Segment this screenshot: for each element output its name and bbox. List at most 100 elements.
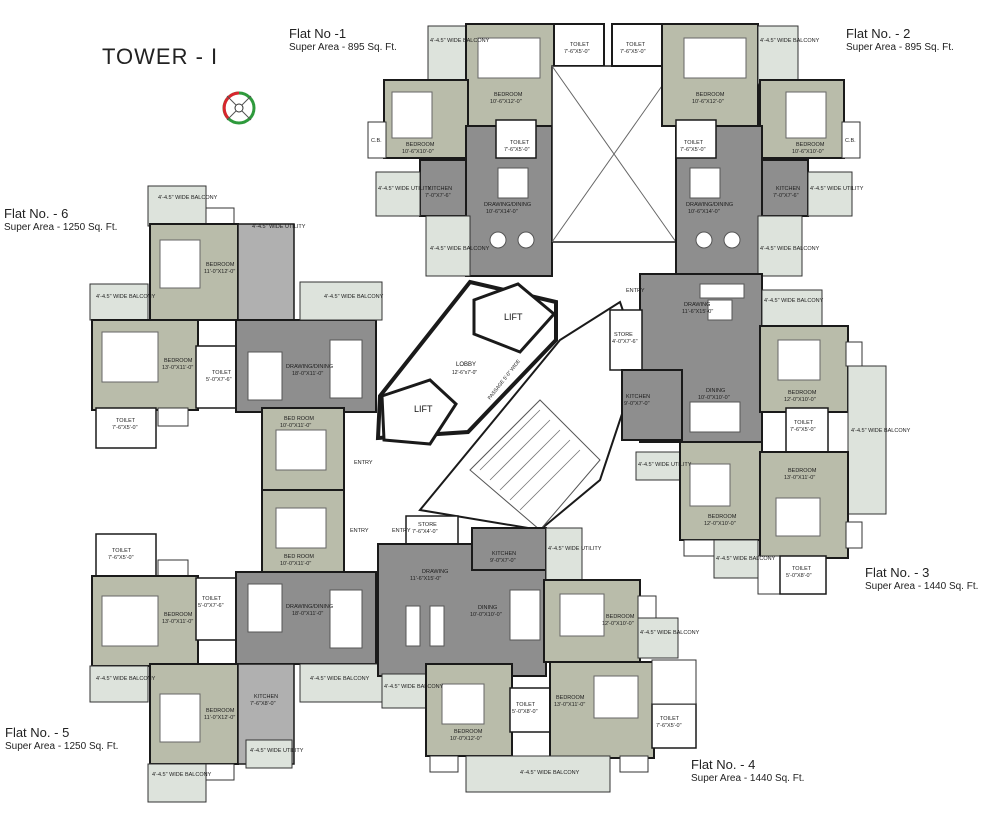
f4-utility-label: 4'-4.5" WIDE UTILITY bbox=[548, 546, 602, 552]
f6-bed2-label: BEDROOM bbox=[164, 358, 193, 364]
flat-4-cb-1 bbox=[637, 595, 657, 619]
flat-6-balcony-top bbox=[147, 185, 207, 227]
flat-4-sofa-right bbox=[429, 605, 445, 647]
flat-2-utility bbox=[807, 171, 853, 217]
flat-4-area: Super Area - 1440 Sq. Ft. bbox=[691, 773, 805, 785]
f1-bed2-size: 10'-6"X10'-0" bbox=[402, 149, 434, 155]
f1-kitchen-label: KITCHEN bbox=[428, 186, 452, 192]
lift-a-shaft bbox=[472, 282, 557, 354]
f5-kitchen-size: 7'-6"X8'-0" bbox=[250, 701, 276, 707]
f3-kitchen-label: KITCHEN bbox=[626, 394, 650, 400]
flat-3-bed-1 bbox=[777, 339, 821, 381]
f2-balcony2-label: 4'-4.5" WIDE BALCONY bbox=[760, 246, 820, 252]
lift-b-shaft bbox=[380, 378, 458, 446]
f4-store-label: STORE bbox=[418, 522, 437, 528]
flat-4-bed-1 bbox=[559, 593, 605, 637]
f2-kitchen-label: KITCHEN bbox=[776, 186, 800, 192]
flat-2-name: Flat No. - 2 bbox=[846, 26, 911, 41]
f4-balcony2-label: 4'-4.5" WIDE BALCONY bbox=[384, 684, 444, 690]
f4-bed2-size: 13'-0"X11'-0" bbox=[554, 702, 585, 708]
flat-2-toilet-2 bbox=[675, 119, 717, 159]
f2-utility-label: 4'-4.5" WIDE UTILITY bbox=[810, 186, 864, 192]
f3-utility-label: 4'-4.5" WIDE UTILITY bbox=[638, 462, 692, 468]
core-plan: LIFT LIFT LOBBY 12'-6"x7'-0" PASSAGE 5'-… bbox=[375, 279, 642, 532]
f1-kitchen-size: 7'-0"X7'-6" bbox=[425, 193, 451, 199]
f5-bed3-label: BED ROOM bbox=[284, 554, 314, 560]
flat-1-bed-1 bbox=[477, 37, 541, 79]
f1-bed1-label: BEDROOM bbox=[494, 92, 523, 98]
f6-bed3-size: 10'-0"X11'-0" bbox=[280, 423, 311, 429]
f5-toilet2-size: 5'-0"X7'-6" bbox=[198, 603, 224, 609]
f1-bed2-label: BEDROOM bbox=[406, 142, 435, 148]
f2-cb-label: C.B. bbox=[845, 138, 856, 144]
flat-4-name: Flat No. - 4 bbox=[691, 757, 756, 772]
f1-toilet1-label: TOILET bbox=[570, 42, 590, 48]
f6-toilet1-label: TOILET bbox=[116, 418, 136, 424]
flat-3-cb-3 bbox=[683, 539, 715, 557]
flat-5-cb-bottom bbox=[205, 763, 235, 781]
flat-3-plan bbox=[609, 273, 887, 595]
f5-bed1-label: BEDROOM bbox=[164, 612, 193, 618]
f4-dining-size: 10'-0"X10'-0" bbox=[470, 612, 502, 618]
flat-2-bed-1 bbox=[683, 37, 747, 79]
f4-bed1-label: BEDROOM bbox=[606, 614, 635, 620]
flat-3-bed-3 bbox=[775, 497, 821, 537]
f5-drawing-label: DRAWING/DINING bbox=[286, 604, 333, 610]
f6-bed1-label: BEDROOM bbox=[206, 262, 235, 268]
f5-toilet2-label: TOILET bbox=[202, 596, 222, 602]
flat-1-area: Super Area - 895 Sq. Ft. bbox=[289, 42, 397, 54]
f3-toilet1-size: 7'-6"X5'-0" bbox=[790, 427, 816, 433]
flat-3-bed-2 bbox=[689, 463, 731, 507]
f6-toilet1-size: 7'-6"X5'-0" bbox=[112, 425, 138, 431]
flat-1-balcony-top bbox=[427, 25, 467, 85]
f2-bed2-label: BEDROOM bbox=[796, 142, 825, 148]
f5-bed2-label: BEDROOM bbox=[206, 708, 235, 714]
f4-toilet1-label: TOILET bbox=[516, 702, 536, 708]
f6-toilet2-label: TOILET bbox=[212, 370, 232, 376]
flat-1-utility bbox=[375, 171, 421, 217]
flat-5-balcony-bottom bbox=[147, 763, 207, 803]
flat-3-sofa bbox=[699, 283, 745, 299]
flat-4-bed-3 bbox=[441, 683, 485, 725]
f2-bed1-label: BEDROOM bbox=[696, 92, 725, 98]
flat-1-toilet-2 bbox=[495, 119, 537, 159]
f2-toilet1-label: TOILET bbox=[626, 42, 646, 48]
flat-5-bed-1 bbox=[101, 595, 159, 647]
f1-bed1-size: 10'-6"X12'-0" bbox=[490, 99, 522, 105]
flat-5-area: Super Area - 1250 Sq. Ft. bbox=[5, 741, 119, 753]
f5-utility-label: 4'-4.5" WIDE UTILITY bbox=[250, 748, 304, 754]
flat-4-balcony-right bbox=[637, 617, 679, 659]
f2-balcony1-label: 4'-4.5" WIDE BALCONY bbox=[760, 38, 820, 44]
flat-3-kitchen bbox=[621, 369, 683, 441]
f2-toilet1-size: 7'-6"X5'-0" bbox=[620, 49, 646, 55]
f3-dining-size: 10'-0"X10'-0" bbox=[698, 395, 730, 401]
f6-balcony3-label: 4'-4.5" WIDE BALCONY bbox=[324, 294, 384, 300]
f3-toilet1-label: TOILET bbox=[794, 420, 814, 426]
flat-1-cb bbox=[367, 121, 387, 159]
f4-kitchen-size: 9'-0"X7'-0" bbox=[490, 558, 516, 564]
f1-balcony1-label: 4'-4.5" WIDE BALCONY bbox=[430, 38, 490, 44]
f6-drawing-size: 18'-0"X11'-0" bbox=[292, 371, 323, 377]
flat-3-cb-2 bbox=[845, 521, 863, 549]
f4-dining-label: DINING bbox=[478, 605, 497, 611]
f2-drawing-size: 10'-6"X14'-0" bbox=[688, 209, 720, 215]
f5-bed1-size: 13'-0"X11'-0" bbox=[162, 619, 193, 625]
flat-4-balcony-bottom bbox=[465, 755, 611, 793]
flat-2-plan bbox=[611, 23, 861, 277]
staircase bbox=[469, 399, 601, 531]
flat-4-cb-3 bbox=[619, 755, 649, 773]
compass-center bbox=[234, 103, 244, 113]
tower-title: TOWER - I bbox=[102, 44, 219, 69]
f5-bed2-size: 11'-0"X12'-0" bbox=[204, 715, 235, 721]
flat-5-label: Flat No. - 5 Super Area - 1250 Sq. Ft. bbox=[5, 725, 118, 754]
f5-toilet1-label: TOILET bbox=[112, 548, 132, 554]
flat-5-balcony-right bbox=[299, 663, 383, 703]
flat-2-toilet-top bbox=[611, 23, 663, 67]
f6-balcony1-label: 4'-4.5" WIDE BALCONY bbox=[158, 195, 218, 201]
flat-6-toilet-2 bbox=[195, 345, 237, 409]
flat-2-balcony-top bbox=[757, 25, 799, 85]
f4-kitchen-label: KITCHEN bbox=[492, 551, 516, 557]
flat-5-bed-3 bbox=[275, 507, 327, 549]
